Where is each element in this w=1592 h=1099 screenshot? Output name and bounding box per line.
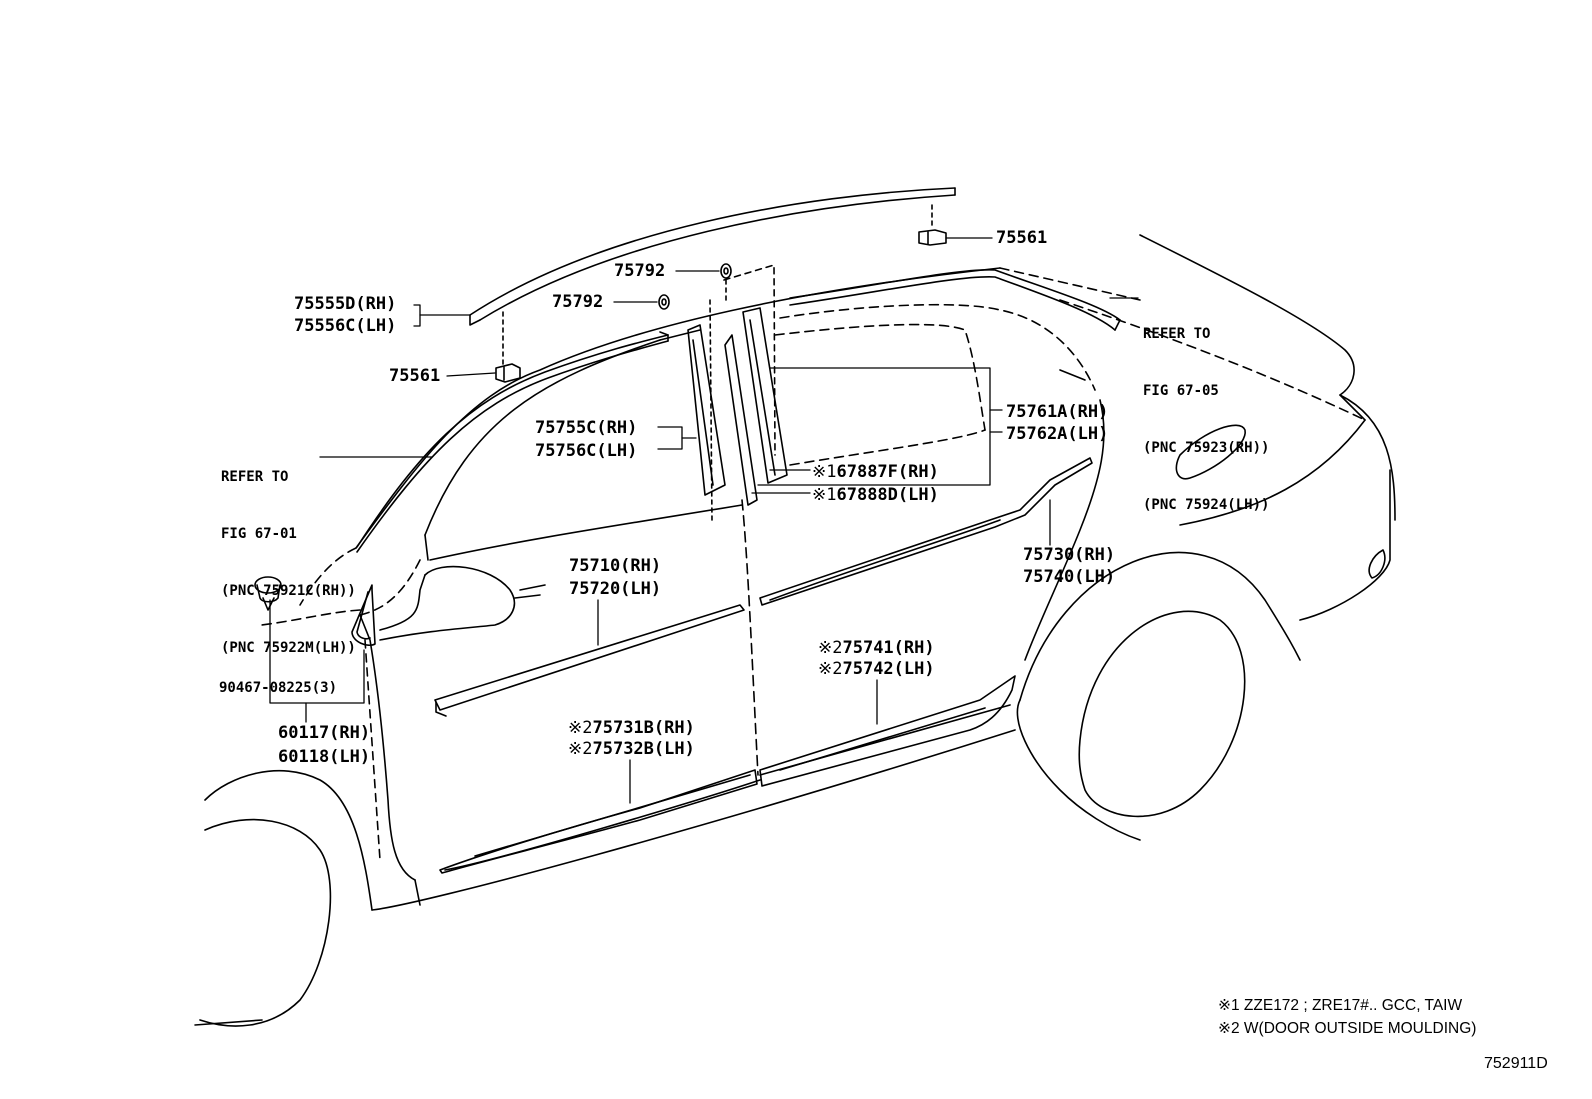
footnote-2: ※2 W(DOOR OUTSIDE MOULDING): [1218, 1020, 1477, 1037]
callout-75762a: 75762A(LH): [1006, 424, 1109, 444]
car-body-outline: [194, 234, 1396, 1027]
push-clip-icon: [254, 576, 282, 611]
callout-60118: 60118(LH): [278, 747, 371, 767]
refer-rear-line3: (PNC 75923(RH)): [1143, 440, 1270, 456]
callout-75561-top: 75561: [996, 228, 1048, 248]
leader-lines: [269, 237, 1139, 804]
note-mark-2: ※2: [818, 659, 843, 679]
pillar-weatherstrip: [724, 334, 758, 506]
note-mark-2: ※2: [568, 739, 593, 759]
figure-id: 752911D: [1484, 1055, 1548, 1072]
callout-75556c: 75556C(LH): [294, 316, 397, 336]
refer-to-rear: REFER TO FIG 67-05 (PNC 75923(RH)) (PNC …: [1143, 287, 1269, 553]
windshield-side-moulding: [356, 331, 669, 553]
callout-75720: 75720(LH): [569, 579, 662, 599]
callout-75741: ※275741(RH): [818, 638, 935, 658]
rear-roof-moulding: [789, 269, 1121, 331]
callout-75732b: ※275732B(LH): [568, 739, 695, 759]
callout-60117: 60117(RH): [278, 723, 371, 743]
callout-75710: 75710(RH): [569, 556, 662, 576]
callout-75730: 75730(RH): [1023, 545, 1116, 565]
refer-front-line3: (PNC 75921C(RH)): [221, 583, 356, 599]
refer-front-line1: REFER TO: [221, 469, 289, 485]
callout-75731b: ※275731B(RH): [568, 718, 695, 738]
roof-drip-moulding: [469, 187, 956, 326]
footnote-1: ※1 ZZE172 ; ZRE17#.. GCC, TAIW: [1218, 997, 1463, 1014]
rear-door-pillar-garnish: [742, 307, 788, 484]
callout-75755c: 75755C(RH): [535, 418, 638, 438]
fender-bracket: [351, 584, 376, 647]
callout-75555d: 75555D(RH): [294, 294, 397, 314]
callout-67887f: ※167887F(RH): [812, 462, 939, 482]
clip-nut-icon: [658, 263, 732, 310]
roof-clip-icon: [918, 204, 947, 246]
roof-clip-left-icon: [495, 311, 521, 383]
front-door-outside-moulding: [439, 769, 758, 874]
rear-door-outside-moulding: [759, 675, 1016, 787]
callout-75740: 75740(LH): [1023, 567, 1116, 587]
note-mark-1: ※1: [812, 485, 837, 505]
note-mark-1: ※1: [812, 462, 837, 482]
note-mark-2: ※2: [568, 718, 593, 738]
callout-75761a: 75761A(RH): [1006, 402, 1109, 422]
callout-75792-b: 75792: [552, 292, 604, 312]
front-door-belt-moulding: [434, 604, 745, 717]
rear-door-belt-moulding: [759, 457, 1093, 606]
callout-90467: 90467-08225(3): [219, 680, 338, 696]
refer-rear-line4: (PNC 75924(LH)): [1143, 497, 1270, 513]
refer-to-front: REFER TO FIG 67-01 (PNC 75921C(RH)) (PNC…: [221, 430, 356, 696]
callout-67888d: ※167888D(LH): [812, 485, 939, 505]
refer-rear-line2: FIG 67-05: [1143, 383, 1219, 399]
note-mark-2: ※2: [818, 638, 843, 658]
callout-75756c: 75756C(LH): [535, 441, 638, 461]
refer-front-line2: FIG 67-01: [221, 526, 297, 542]
refer-rear-line1: REFER TO: [1143, 326, 1211, 342]
callout-75561-left: 75561: [389, 366, 441, 386]
refer-front-line4: (PNC 75922M(LH)): [221, 640, 356, 656]
callout-75742: ※275742(LH): [818, 659, 935, 679]
front-door-pillar-garnish: [687, 324, 726, 496]
callout-75792-a: 75792: [614, 261, 666, 281]
